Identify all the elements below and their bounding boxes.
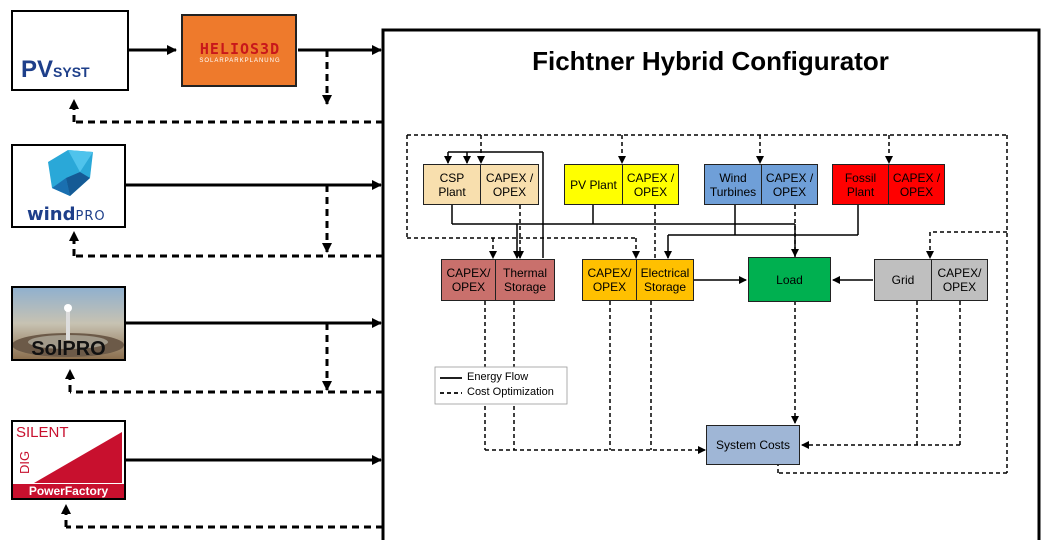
software-energy-arrows xyxy=(126,45,382,465)
fossil-plant-block: Fossil Plant xyxy=(832,164,889,205)
digsilent-logo-silent: SILENT xyxy=(16,424,69,441)
wind-capex-block: CAPEX / OPEX xyxy=(761,164,818,205)
fossil-capex-block: CAPEX / OPEX xyxy=(888,164,945,205)
digsilent-triangle-icon xyxy=(34,432,122,483)
pvsyst-logo-pv: PV xyxy=(21,56,54,83)
system-costs-block: System Costs xyxy=(706,425,800,465)
page-title: Fichtner Hybrid Configurator xyxy=(532,46,889,76)
legend-box xyxy=(434,366,568,405)
legend-lines xyxy=(434,366,568,405)
electrical-capex-block: CAPEX/ OPEX xyxy=(582,259,637,301)
solpro-logo-text: SolPRO xyxy=(31,338,106,360)
pv-capex-block: CAPEX / OPEX xyxy=(622,164,679,205)
windpro-polygon-icon xyxy=(48,150,93,196)
windpro-logo-wind: wind xyxy=(27,204,76,225)
cost-optimization-network xyxy=(406,134,1008,474)
solpro-photo xyxy=(12,287,125,360)
windpro-box: windPRO xyxy=(11,144,126,228)
powerfactory-box: SILENT DIG PowerFactory xyxy=(11,420,126,500)
load-block: Load xyxy=(748,257,831,302)
legend-cost-optimization-label: Cost Optimization xyxy=(467,386,554,398)
helios3d-box: HELIOS3D SOLARPARKPLANUNG xyxy=(181,14,297,87)
thermal-capex-block: CAPEX/ OPEX xyxy=(441,259,496,301)
legend-energy-flow-label: Energy Flow xyxy=(467,371,529,383)
thermal-storage-block: Thermal Storage xyxy=(495,259,555,301)
pv-plant-block: PV Plant xyxy=(564,164,623,205)
helios3d-logo-name: HELIOS3D xyxy=(199,40,281,58)
configurator-frame xyxy=(381,28,1041,540)
electrical-storage-block: Electrical Storage xyxy=(636,259,694,301)
pvsyst-logo-syst: SYST xyxy=(53,64,90,80)
pvsyst-box: PVSYST xyxy=(11,10,129,91)
energy-flow-network xyxy=(444,151,873,284)
windpro-logo-pro: PRO xyxy=(75,209,106,224)
software-cost-feedback xyxy=(61,50,383,529)
helios3d-logo-subtitle: SOLARPARKPLANUNG xyxy=(199,58,281,64)
digsilent-logo-dig: DIG xyxy=(17,450,32,474)
wind-turbines-block: Wind Turbines xyxy=(704,164,762,205)
csp-capex-block: CAPEX / OPEX xyxy=(480,164,539,205)
powerfactory-logo-name: PowerFactory xyxy=(13,484,124,498)
grid-capex-block: CAPEX/ OPEX xyxy=(931,259,988,301)
csp-plant-block: CSP Plant xyxy=(423,164,481,205)
solpro-box: SolPRO xyxy=(11,286,126,361)
grid-block: Grid xyxy=(874,259,932,301)
